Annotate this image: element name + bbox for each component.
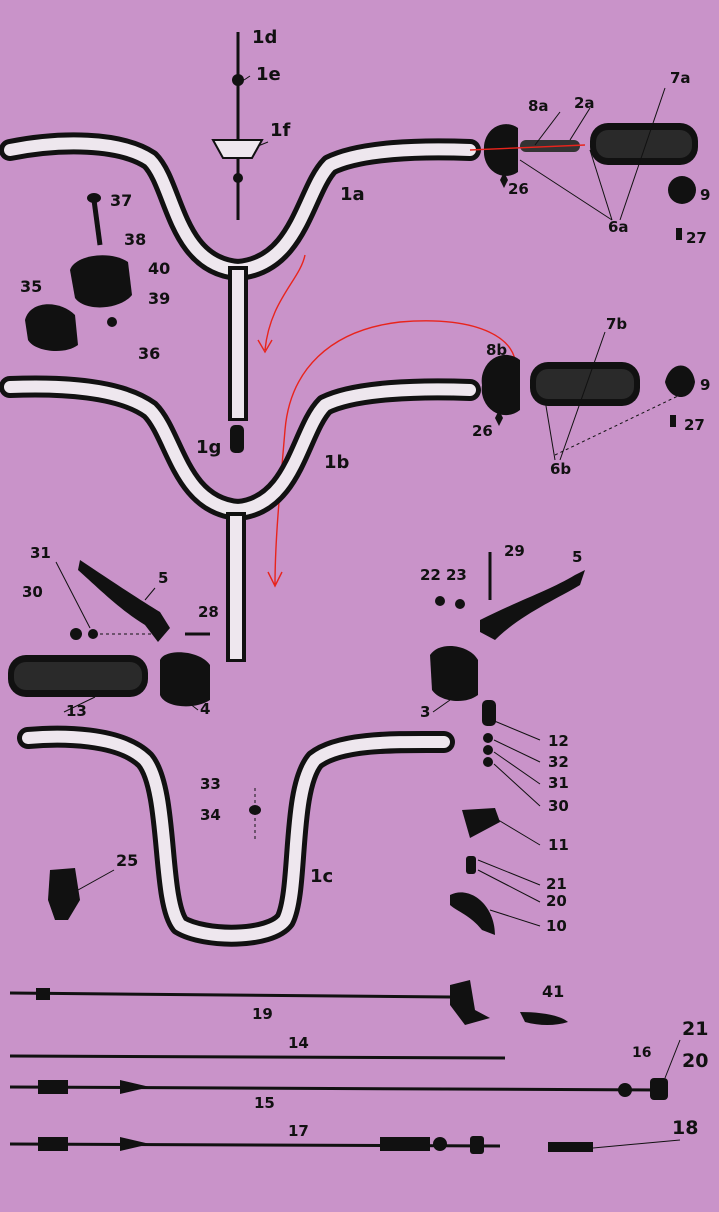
label-39: 39 [148,289,170,308]
label-5-right: 5 [572,548,582,566]
handlebar-1a [0,132,481,421]
arrow-1a-to-1b [257,254,306,354]
label-1e: 1e [256,64,281,85]
label-1d: 1d [252,27,277,48]
grip-7b-assembly [481,354,695,456]
leader-lines [55,75,681,1149]
label-1g: 1g [196,437,221,458]
spring-18 [548,1142,593,1152]
label-36: 36 [138,344,160,363]
grip-7a-assembly [469,123,698,240]
label-1a: 1a [340,184,365,205]
label-19: 19 [252,1005,273,1023]
label-4: 4 [200,700,210,718]
label-10: 10 [546,917,567,935]
label-31-right: 31 [548,774,569,792]
lever-right-assembly [430,552,585,935]
label-35: 35 [20,277,42,296]
label-20-bottom: 20 [682,1050,708,1072]
label-11: 11 [548,836,569,854]
grip-13 [8,655,148,697]
label-1b: 1b [324,452,350,473]
label-7b: 7b [606,315,627,333]
label-34: 34 [200,806,221,824]
label-1f: 1f [270,120,291,141]
label-9-mid: 9 [700,376,710,394]
label-9-top: 9 [700,186,710,204]
label-20-mid: 20 [546,892,567,910]
label-8a: 8a [528,97,549,115]
label-22: 22 [420,566,441,584]
handlebar-1c [17,725,455,947]
label-8b: 8b [486,341,507,359]
label-37: 37 [110,191,132,210]
arrow-8b-to-1c [267,320,517,588]
label-27-top: 27 [686,229,707,247]
label-15: 15 [254,1094,275,1112]
handlebar-1b [0,375,481,662]
label-16: 16 [632,1045,651,1061]
label-28: 28 [198,603,219,621]
label-17: 17 [288,1122,309,1140]
label-26-top: 26 [508,180,529,198]
label-12: 12 [548,732,569,750]
label-38: 38 [124,230,146,249]
lever-left-assembly [70,560,210,707]
label-25: 25 [116,851,138,870]
label-6a: 6a [608,218,629,236]
cable-19 [9,980,568,1025]
label-23: 23 [446,566,467,584]
cable-14 [9,1054,506,1060]
label-29: 29 [504,542,525,560]
label-30-right: 30 [548,797,569,815]
label-18: 18 [672,1117,698,1139]
label-2a: 2a [574,94,595,112]
cable-17 [9,1136,501,1154]
label-30-left: 30 [22,583,43,601]
label-5-left: 5 [158,569,168,587]
label-7a: 7a [670,69,691,87]
label-3: 3 [420,703,430,721]
label-21-mid: 21 [546,875,567,893]
part-labels: 1d 1e 1f 1a 2a 8a 7a 26 6a 9 27 37 38 40… [20,27,710,1140]
label-32: 32 [548,753,569,771]
label-21-bottom: 21 [682,1018,708,1040]
label-26-mid: 26 [472,422,493,440]
label-6b: 6b [550,460,571,478]
label-27-mid: 27 [684,416,705,434]
label-14: 14 [288,1034,309,1052]
lever-housing-35-40 [25,193,132,352]
label-40: 40 [148,259,170,278]
label-1c: 1c [310,866,333,887]
label-33: 33 [200,775,221,793]
cable-15 [9,1078,668,1100]
label-41: 41 [542,982,564,1001]
stem-bolt-assembly [211,32,264,220]
label-13: 13 [66,702,87,720]
label-31-left: 31 [30,544,51,562]
